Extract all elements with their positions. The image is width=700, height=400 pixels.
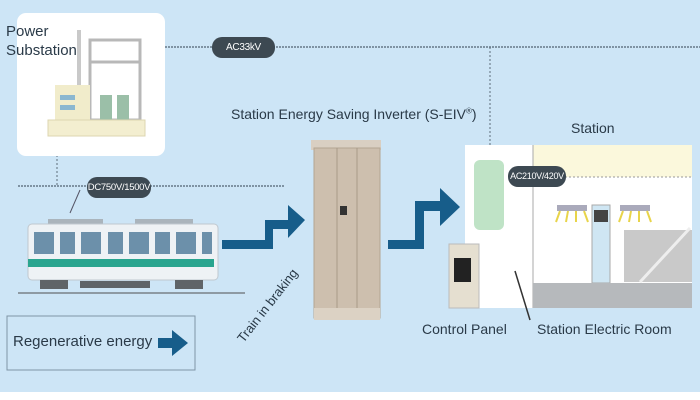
substation-icon — [47, 30, 146, 137]
legend-label: Regenerative energy — [13, 333, 153, 350]
control-panel-icon — [448, 243, 480, 309]
station-illustration — [465, 145, 692, 321]
power-substation-line-2: Substation — [6, 42, 77, 59]
train-icon — [18, 189, 245, 294]
station-voltage-badge: AC210V/420V — [508, 166, 566, 187]
energy-arrow-1 — [222, 205, 305, 249]
power-substation-label: Power Substation — [6, 22, 77, 60]
station-label: Station — [571, 120, 615, 136]
right-arrow-icon — [158, 330, 188, 356]
inverter-title-text: Station Energy Saving Inverter (S-EIV — [231, 106, 466, 122]
power-substation-line-1: Power — [6, 23, 49, 40]
dc-voltage-badge: DC750V/1500V — [87, 177, 151, 198]
inverter-cabinet-icon — [311, 140, 381, 320]
inverter-title: Station Energy Saving Inverter (S-EIV®) — [231, 106, 477, 122]
inverter-title-close: ) — [471, 106, 477, 122]
ac-voltage-badge: AC33kV — [212, 37, 275, 58]
legend-box — [6, 315, 196, 371]
registered-mark: ® — [466, 106, 472, 116]
electric-room-label: Station Electric Room — [537, 321, 672, 337]
energy-arrow-2 — [388, 188, 460, 249]
control-panel-label: Control Panel — [422, 321, 507, 337]
